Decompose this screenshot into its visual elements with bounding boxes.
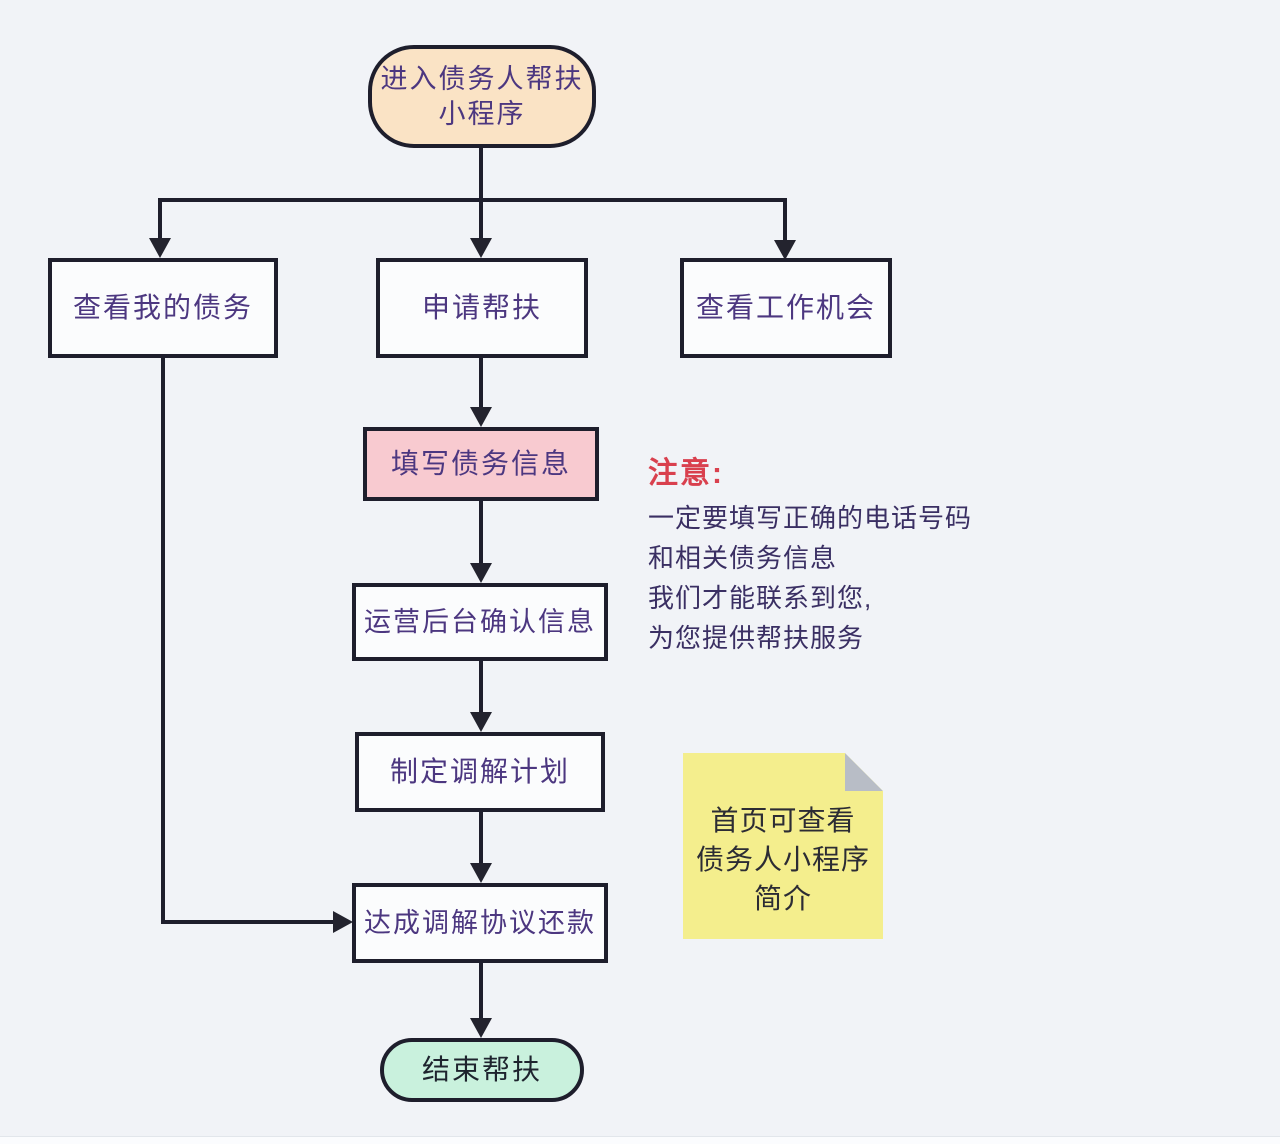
arrowhead-down-left-branch — [149, 238, 171, 258]
arrowhead-down-backend — [470, 563, 492, 583]
node-reach-mediation-agreement: 达成调解协议还款 — [352, 883, 608, 963]
node-make-mediation-plan: 制定调解计划 — [355, 732, 605, 812]
warning-note-title: 注意: — [648, 457, 724, 490]
bottom-edge-strip — [0, 1136, 1280, 1144]
arrowhead-down-plan — [470, 712, 492, 732]
sticky-note: 首页可查看 债务人小程序 简介 — [683, 753, 883, 939]
warning-note-body: 一定要填写正确的电话号码 和相关债务信息 我们才能联系到您, 为您提供帮扶服务 — [648, 503, 973, 653]
node-end-label: 结束帮扶 — [421, 1054, 542, 1085]
connector-debts-to-agreement — [161, 358, 336, 924]
arrowhead-down-fill-info — [470, 407, 492, 427]
node-view-my-debts-label: 查看我的债务 — [72, 292, 253, 323]
node-view-my-debts: 查看我的债务 — [48, 258, 278, 358]
arrowhead-down-right-branch — [774, 240, 796, 260]
arrowhead-right-agreement — [333, 911, 353, 933]
arrowhead-down-end — [470, 1018, 492, 1038]
arrowhead-down-agreement — [470, 863, 492, 883]
node-make-mediation-plan-label: 制定调解计划 — [389, 756, 570, 787]
node-end-terminal: 结束帮扶 — [380, 1038, 584, 1102]
node-start-label: 进入债务人帮扶 小程序 — [380, 63, 584, 129]
sticky-note-text: 首页可查看 债务人小程序 简介 — [695, 805, 870, 914]
node-view-job-opportunities-label: 查看工作机会 — [695, 292, 876, 323]
node-view-job-opportunities: 查看工作机会 — [680, 258, 892, 358]
node-start-terminal: 进入债务人帮扶 小程序 — [368, 45, 596, 148]
node-backend-confirm-info: 运营后台确认信息 — [352, 583, 608, 661]
warning-note: 注意: 一定要填写正确的电话号码 和相关债务信息 我们才能联系到您, 为您提供帮… — [648, 448, 978, 658]
arrowhead-down-mid-branch — [470, 238, 492, 258]
node-backend-confirm-info-label: 运营后台确认信息 — [364, 607, 596, 637]
node-reach-mediation-agreement-label: 达成调解协议还款 — [364, 908, 596, 938]
node-fill-debt-info-label: 填写债务信息 — [390, 448, 571, 479]
node-apply-for-help-label: 申请帮扶 — [421, 292, 542, 323]
node-apply-for-help: 申请帮扶 — [376, 258, 588, 358]
node-fill-debt-info: 填写债务信息 — [363, 427, 599, 501]
